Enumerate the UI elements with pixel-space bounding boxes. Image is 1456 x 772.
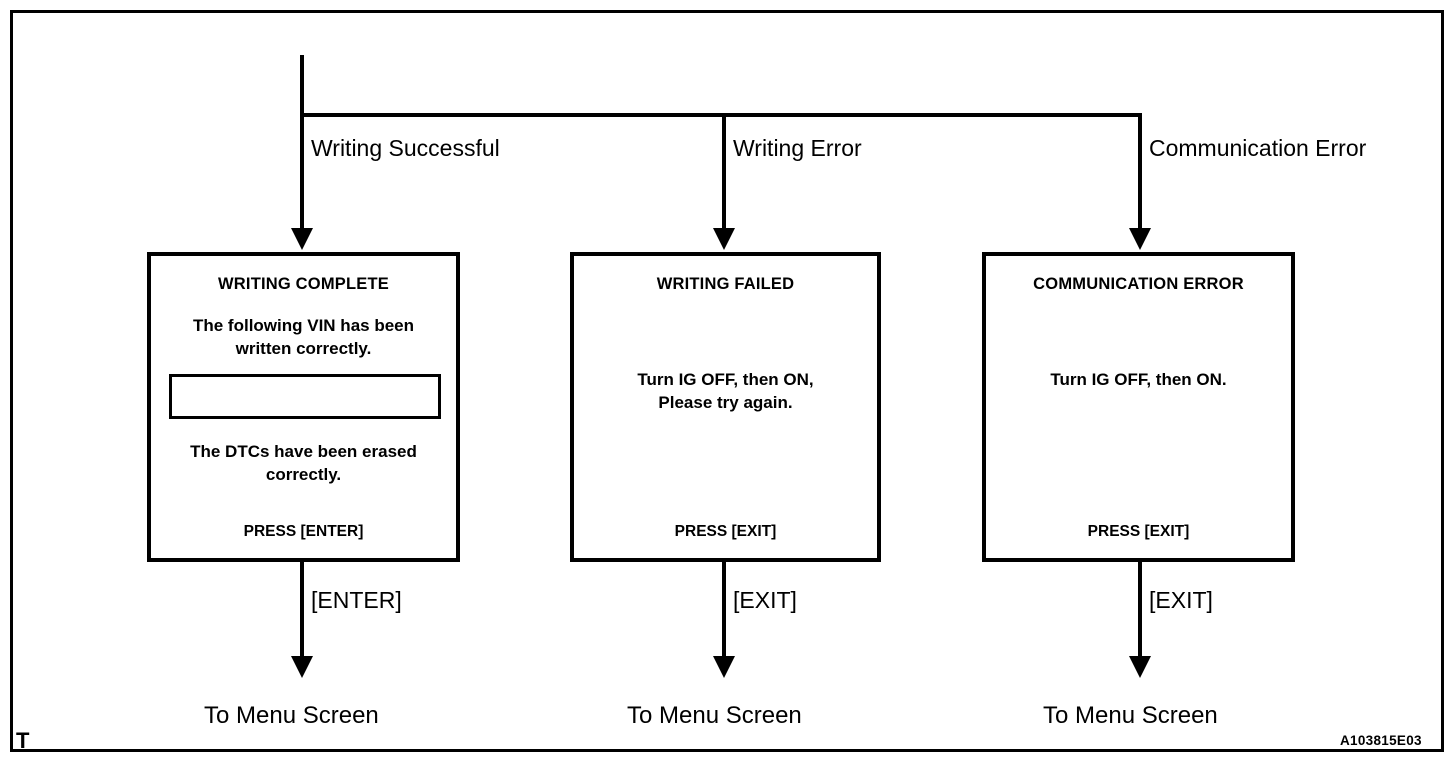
screen-box-writing-complete: WRITING COMPLETE The following VIN has b… <box>147 252 460 562</box>
screen-title-writing-failed: WRITING FAILED <box>656 275 795 293</box>
corner-mark-t: T <box>16 728 30 753</box>
vin-value-field[interactable] <box>169 374 441 419</box>
incoming-flow-line <box>300 55 304 117</box>
branch-line-writing-error <box>722 113 726 231</box>
screen-body-line-4: correctly. <box>265 464 342 484</box>
screen-body-line-1: Turn IG OFF, then ON. <box>1050 370 1227 389</box>
terminal-label-menu-screen-2: To Menu Screen <box>627 702 802 729</box>
branch-label-writing-successful: Writing Successful <box>311 135 500 161</box>
screen-title-communication-error: COMMUNICATION ERROR <box>1033 275 1244 293</box>
branch-arrow-writing-error <box>713 228 735 250</box>
exit-label-enter: [ENTER] <box>311 587 402 613</box>
exit-arrow-exit-communication-error <box>1129 656 1151 678</box>
branch-line-communication-error <box>1138 113 1142 231</box>
exit-arrow-exit-writing-failed <box>713 656 735 678</box>
exit-line-enter <box>300 562 304 660</box>
screen-footer-writing-complete: PRESS [ENTER] <box>243 523 364 540</box>
screen-footer-communication-error: PRESS [EXIT] <box>1087 523 1190 540</box>
screen-body-writing-complete-top: The following VIN has been written corre… <box>157 315 450 361</box>
screen-title-writing-complete: WRITING COMPLETE <box>218 275 389 293</box>
branch-label-writing-error: Writing Error <box>733 135 862 161</box>
screen-body-communication-error: Turn IG OFF, then ON. <box>992 369 1285 392</box>
screen-body-writing-complete-bottom: The DTCs have been erased correctly. <box>157 441 450 487</box>
exit-label-exit-writing-failed: [EXIT] <box>733 587 797 613</box>
exit-line-exit-writing-failed <box>722 562 726 660</box>
diagram-outer-frame <box>10 10 1444 752</box>
screen-footer-writing-failed: PRESS [EXIT] <box>674 523 777 540</box>
figure-reference-code: A103815E03 <box>1340 733 1422 748</box>
terminal-label-menu-screen-1: To Menu Screen <box>204 702 379 729</box>
screen-body-line-1: Turn IG OFF, then ON, <box>637 370 814 389</box>
branch-line-writing-successful <box>300 113 304 231</box>
exit-line-exit-communication-error <box>1138 562 1142 660</box>
terminal-label-menu-screen-3: To Menu Screen <box>1043 702 1218 729</box>
screen-body-writing-failed: Turn IG OFF, then ON, Please try again. <box>580 369 871 415</box>
screen-box-communication-error: COMMUNICATION ERROR Turn IG OFF, then ON… <box>982 252 1295 562</box>
branch-bus-line <box>300 113 1142 117</box>
exit-label-exit-communication-error: [EXIT] <box>1149 587 1213 613</box>
screen-body-line-2: Please try again. <box>658 392 793 412</box>
branch-arrow-communication-error <box>1129 228 1151 250</box>
branch-label-communication-error: Communication Error <box>1149 135 1367 161</box>
screen-body-line-2: written correctly. <box>235 338 372 358</box>
screen-box-writing-failed: WRITING FAILED Turn IG OFF, then ON, Ple… <box>570 252 881 562</box>
branch-arrow-writing-successful <box>291 228 313 250</box>
screen-body-line-1: The following VIN has been <box>192 316 415 335</box>
screen-body-line-3: The DTCs have been erased <box>190 442 417 461</box>
exit-arrow-enter <box>291 656 313 678</box>
